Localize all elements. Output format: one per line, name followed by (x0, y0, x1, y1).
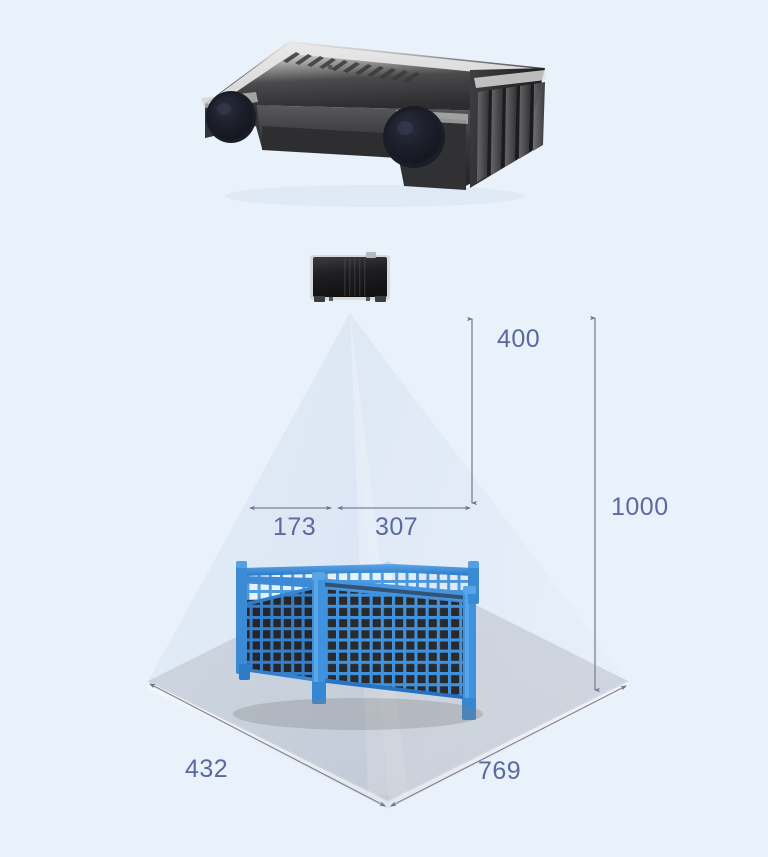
cage-post-front-left (312, 578, 325, 692)
cage-post-cap-front-right (463, 586, 476, 594)
cage-wall-front (318, 585, 471, 700)
apex-device-tab (366, 252, 376, 258)
cage-rim-shadow (320, 582, 470, 600)
apex-device-screw-left (329, 297, 333, 301)
dimension-432 (149, 683, 386, 807)
camera-apex-device (310, 252, 390, 302)
dimension-label-400: 400 (497, 325, 541, 353)
dimension-769-line (390, 685, 627, 807)
device-screw (327, 64, 333, 70)
apex-device-foot-left (314, 296, 325, 302)
wire-mesh-pallet-cage (233, 561, 483, 730)
cage-foot-back-left (239, 664, 250, 680)
apex-device-foot-right (375, 296, 386, 302)
cage-rim-left (240, 576, 318, 588)
cage-shadow (233, 698, 483, 730)
dimension-label-769: 769 (478, 757, 522, 785)
cage-corner-posts (236, 561, 479, 707)
cage-post-front-right (463, 592, 476, 707)
device-top-highlight (207, 43, 540, 107)
dimension-432-line (149, 683, 386, 807)
dimension-label-1000: 1000 (611, 493, 669, 521)
cage-post-cap-front-left (312, 572, 325, 580)
cage-post-front-right-hl (465, 592, 469, 707)
cage-rim-back-right (392, 564, 474, 576)
cage-post-back-right (468, 566, 479, 604)
device-heat-sink-fins (470, 68, 546, 188)
dimension-label-307: 307 (375, 513, 419, 541)
device-mid-step (262, 126, 398, 158)
device-shadow (225, 185, 525, 207)
device-vent-slots (283, 52, 420, 83)
camera-top-device (201, 41, 546, 207)
cage-post-cap-back-left (236, 561, 247, 568)
apex-device-screw-right (366, 297, 370, 301)
dimension-label-432: 432 (185, 755, 229, 783)
dimension-769 (390, 685, 627, 807)
apex-device-ribs (344, 258, 366, 296)
cage-post-cap-back-right (468, 561, 479, 568)
cage-post-front-left-hl (314, 578, 318, 692)
camera-lens-left (206, 91, 256, 143)
cage-wall-left (243, 585, 318, 682)
apex-device-face (313, 257, 387, 297)
cage-post-back-left (236, 566, 247, 674)
camera-lens-right (383, 106, 445, 168)
cage-top-rim (240, 564, 474, 602)
dimension-label-173: 173 (273, 513, 317, 541)
cage-rim-back (240, 564, 392, 576)
